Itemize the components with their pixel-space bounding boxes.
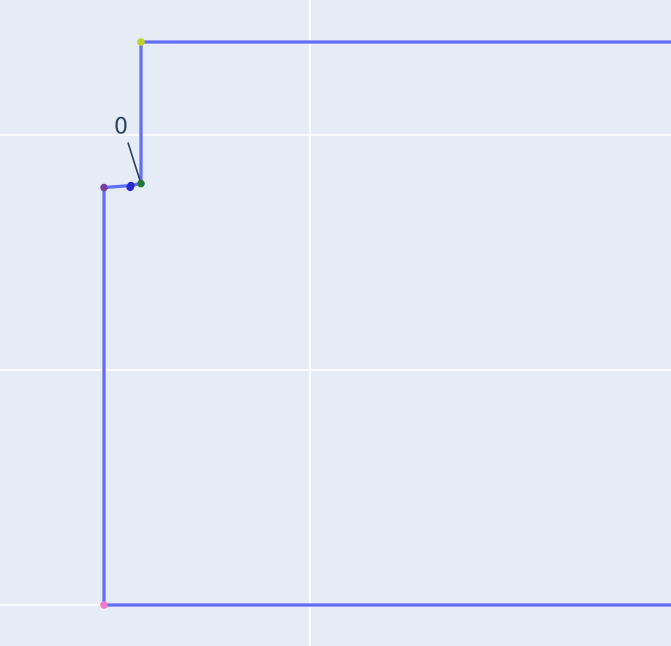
data-point-0 (137, 38, 145, 46)
annotations: 0 (114, 115, 141, 181)
series-markers (100, 38, 145, 609)
data-point-4 (100, 183, 108, 192)
annotation-arrow (127, 142, 141, 181)
annotation-label: 0 (114, 115, 128, 140)
data-point-5 (100, 601, 108, 609)
data-point-3 (126, 183, 134, 192)
data-point-1 (137, 179, 145, 188)
